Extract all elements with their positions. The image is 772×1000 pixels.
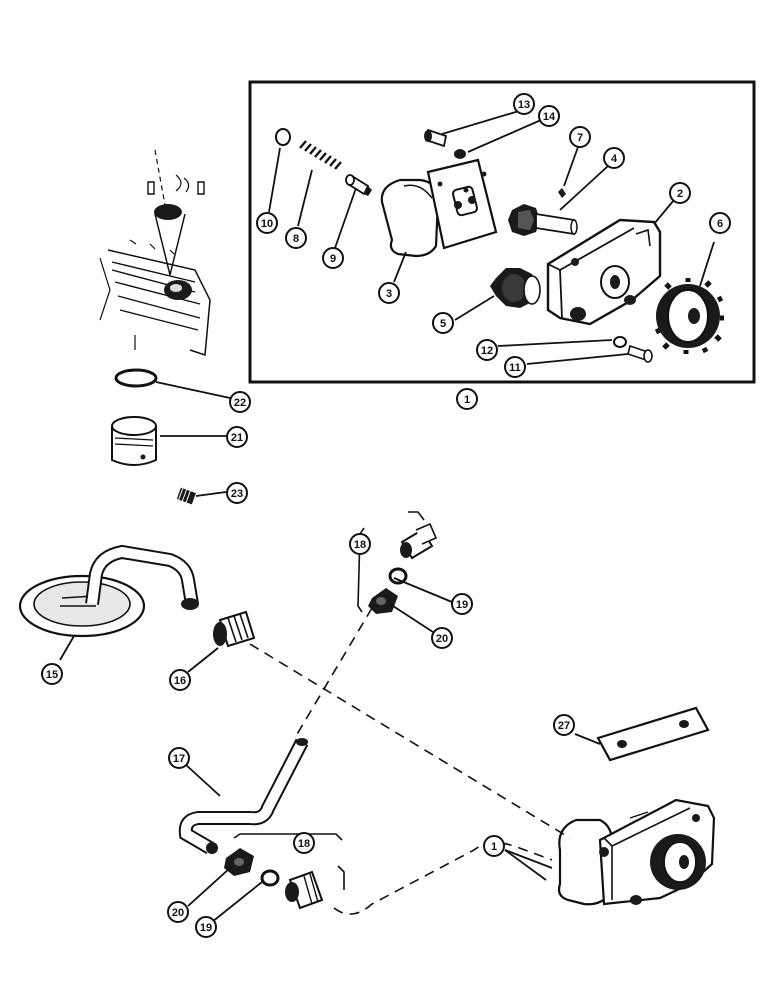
oil-pickup-15: [18, 544, 199, 638]
sleeve-19-top: [388, 567, 408, 585]
callout-19-bottom: 19: [195, 916, 217, 938]
set-screw-23: [176, 487, 196, 505]
washer-14: [454, 149, 466, 159]
relief-valve-9: [345, 174, 372, 196]
callout-17: 17: [168, 747, 190, 769]
callout-1-box-label: 1: [464, 394, 470, 406]
callout-21: 21: [226, 426, 248, 448]
callout-20-top: 20: [431, 627, 453, 649]
callout-1-pump-label: 1: [491, 841, 497, 853]
bolt-11: [627, 344, 653, 363]
callout-19-top: 19: [451, 593, 473, 615]
driven-gear-6: [654, 278, 724, 354]
callout-6-label: 6: [717, 218, 723, 230]
callout-27-label: 27: [558, 720, 570, 732]
fitting-18-top: [400, 522, 438, 560]
callout-2: 2: [669, 182, 691, 204]
nut-20-bottom: [224, 848, 254, 876]
callout-19-bottom-label: 19: [200, 922, 212, 934]
callout-13: 13: [513, 93, 535, 115]
assembled-oil-pump-1: [557, 798, 716, 906]
callout-11: 11: [504, 356, 526, 378]
callout-13-label: 13: [518, 99, 530, 111]
callout-1-box: 1: [456, 388, 478, 410]
drive-gear-4: [508, 204, 578, 236]
sleeve-19-bottom: [260, 869, 280, 887]
callout-18-bottom: 18: [293, 832, 315, 854]
callout-23-label: 23: [231, 488, 243, 500]
callout-8: 8: [285, 227, 307, 249]
plug-10: [275, 128, 291, 146]
bracket-18-top: [357, 527, 365, 613]
engine-block-fragment: [99, 149, 211, 357]
callout-12: 12: [476, 339, 498, 361]
callout-4: 4: [603, 147, 625, 169]
callout-1-pump: 1: [483, 835, 505, 857]
callout-9-label: 9: [330, 253, 336, 265]
callout-2-label: 2: [677, 188, 683, 200]
callout-18-top-label: 18: [354, 539, 366, 551]
callout-15: 15: [41, 663, 63, 685]
filter-screen-21: [111, 416, 157, 466]
pump-cover-3: [380, 158, 498, 258]
callout-6: 6: [709, 212, 731, 234]
callout-15-label: 15: [46, 669, 58, 681]
pump-body-2: [546, 218, 662, 326]
idler-gear-5: [490, 268, 541, 308]
relief-spring-8: [299, 140, 342, 170]
leader-lines: [59, 110, 715, 923]
spacer-plate-27: [596, 706, 710, 762]
callout-9: 9: [322, 247, 344, 269]
callout-11-label: 11: [509, 362, 521, 374]
callout-3-label: 3: [386, 288, 392, 300]
nut-20-top: [368, 588, 398, 614]
callout-10-label: 10: [261, 218, 273, 230]
lock-washer-12: [613, 336, 627, 348]
bracket-18-bottom: [233, 833, 345, 890]
callout-22-label: 22: [234, 397, 246, 409]
callout-12-label: 12: [481, 345, 493, 357]
callout-18-top: 18: [349, 533, 371, 555]
callout-20-bottom: 20: [167, 901, 189, 923]
callout-5: 5: [432, 312, 454, 334]
callout-17-label: 17: [173, 753, 185, 765]
connector-16: [213, 610, 256, 648]
callout-20-top-label: 20: [436, 633, 448, 645]
callout-27: 27: [553, 714, 575, 736]
callout-3: 3: [378, 282, 400, 304]
callout-22: 22: [229, 391, 251, 413]
callout-16: 16: [169, 669, 191, 691]
o-ring-22: [114, 368, 158, 388]
callout-19-top-label: 19: [456, 599, 468, 611]
cover-bolt-13: [424, 128, 448, 148]
callout-21-label: 21: [231, 432, 243, 444]
fitting-18-bottom: [285, 870, 324, 910]
callout-16-label: 16: [174, 675, 186, 687]
callout-18-bottom-label: 18: [298, 838, 310, 850]
exploded-pump-frame: [248, 80, 756, 384]
callout-10: 10: [256, 212, 278, 234]
drive-key-7: [558, 188, 566, 198]
callout-7-label: 7: [577, 132, 583, 144]
callout-7: 7: [569, 126, 591, 148]
callout-14-label: 14: [543, 111, 556, 123]
callout-4-label: 4: [611, 153, 618, 165]
callout-20-bottom-label: 20: [172, 907, 184, 919]
callout-8-label: 8: [293, 233, 299, 245]
callout-5-label: 5: [440, 318, 446, 330]
oil-tube-17: [178, 738, 309, 855]
callout-14: 14: [538, 105, 560, 127]
callout-23: 23: [226, 482, 248, 504]
